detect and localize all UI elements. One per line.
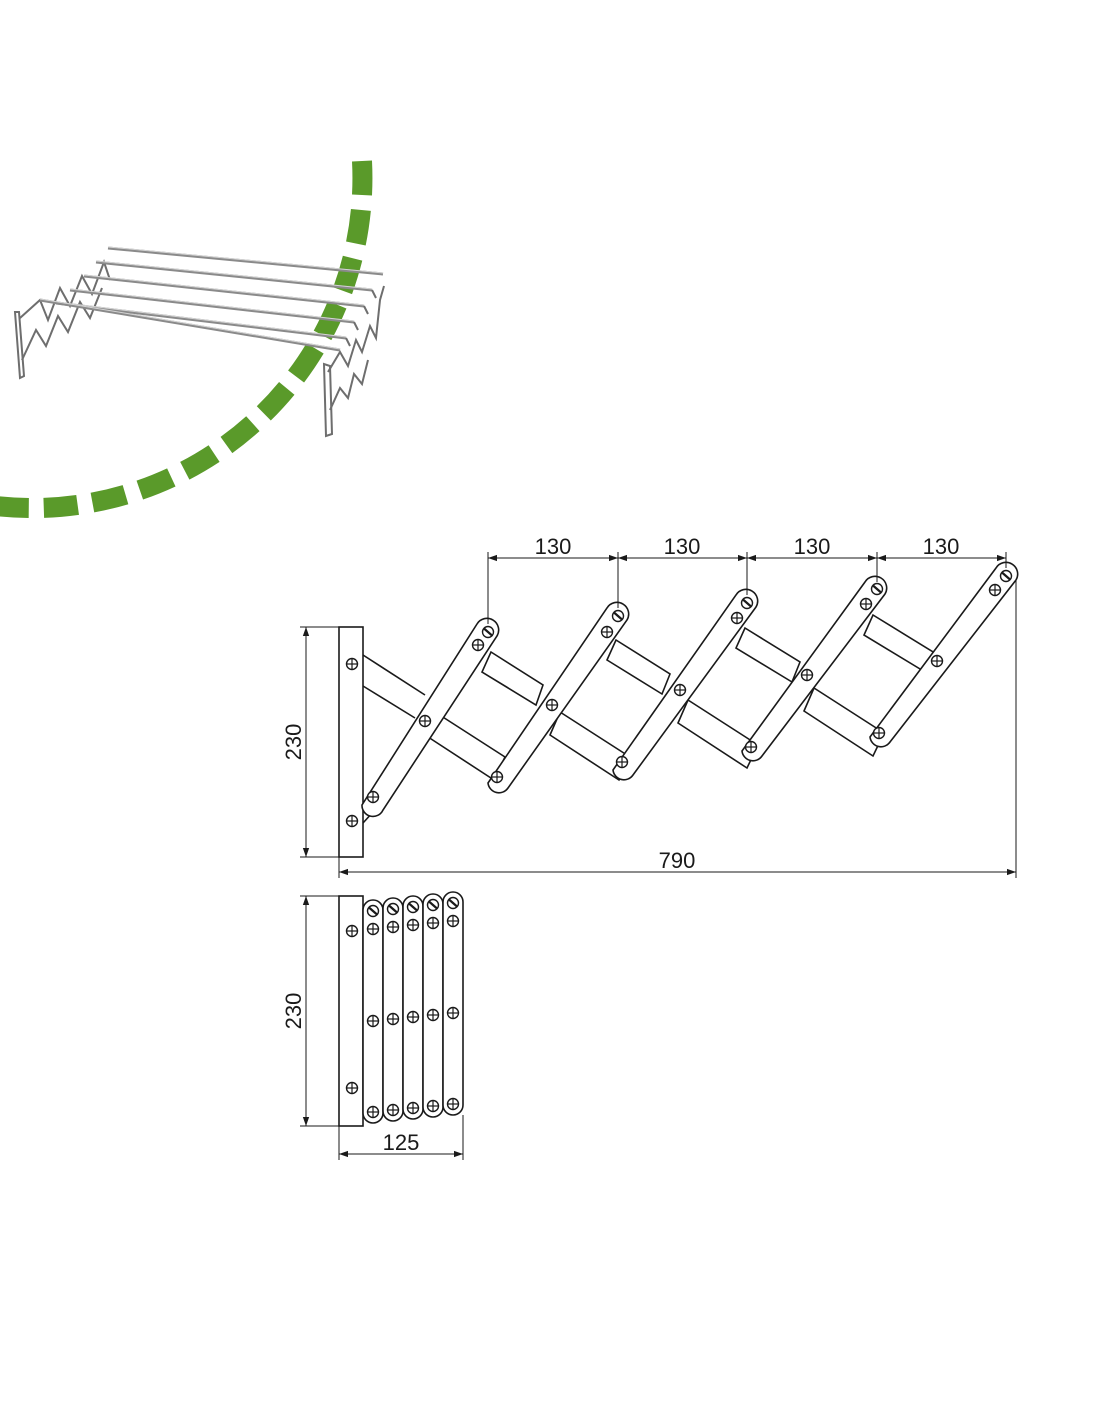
- scissor-arms-front: [361, 561, 1019, 818]
- dimension-width: 790: [338, 580, 1017, 878]
- scissor-arms-back: [423, 613, 939, 782]
- folded-width-label: 125: [383, 1130, 420, 1155]
- dimension-segments: 130 130 130 130: [487, 534, 1007, 624]
- segment-label-2: 130: [664, 534, 701, 559]
- folded-height-label: 230: [281, 993, 306, 1030]
- segment-label-4: 130: [923, 534, 960, 559]
- folded-view: 230 125: [281, 891, 464, 1160]
- detail-circle-arc: [0, 160, 373, 519]
- folded-dimension-width: 125: [338, 1115, 464, 1160]
- width-label: 790: [659, 848, 696, 873]
- wall-plate: [338, 626, 364, 858]
- drying-rack-icon: [13, 246, 385, 438]
- folded-dimension-height: 230: [281, 895, 339, 1127]
- height-label: 230: [281, 724, 306, 761]
- segment-label-3: 130: [794, 534, 831, 559]
- extended-view: 130 130 130 130 230 790: [281, 534, 1019, 878]
- dimension-height: 230: [281, 626, 339, 858]
- segment-label-1: 130: [535, 534, 572, 559]
